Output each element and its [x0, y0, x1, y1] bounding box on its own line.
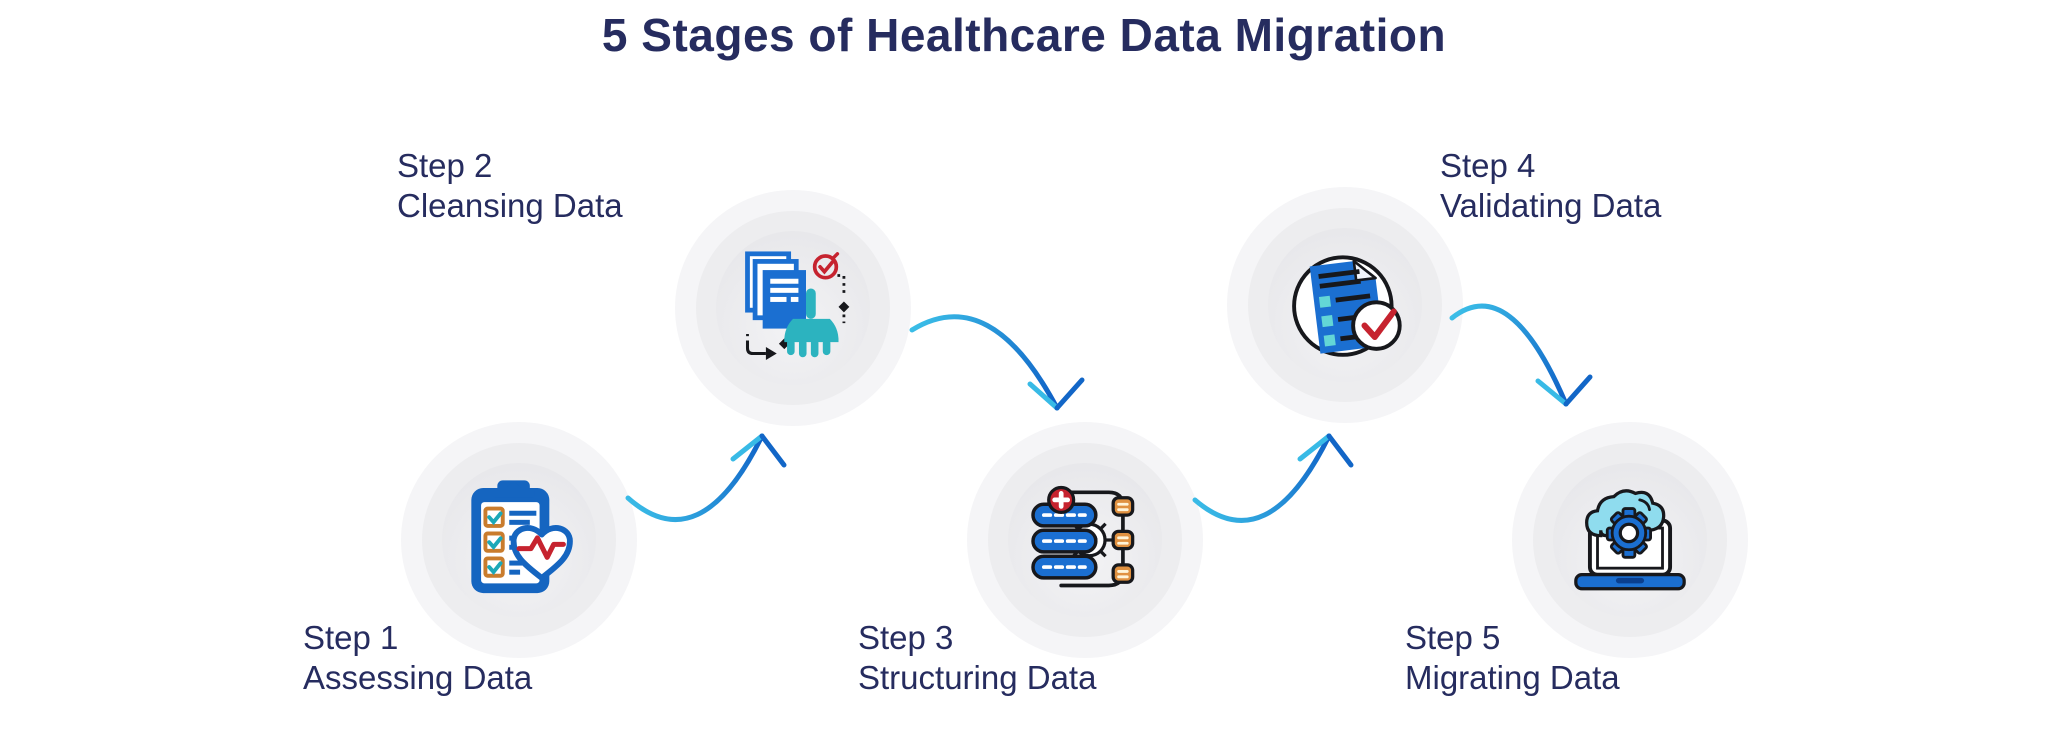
- step-name: Structuring Data: [858, 659, 1097, 696]
- arrow-step2-to-step3: [909, 314, 1085, 411]
- arrow-step1-to-step2: [625, 433, 787, 523]
- stage-circle-1: [401, 422, 637, 658]
- documents-broom-icon: [745, 251, 850, 360]
- arrow-step3-to-step4: [1192, 433, 1354, 523]
- stage-circle-4: [1227, 187, 1463, 423]
- step-number: Step 1: [303, 619, 399, 656]
- stage-circle-2: [675, 190, 911, 426]
- page-title: 5 Stages of Healthcare Data Migration: [601, 9, 1447, 61]
- stage-circle-3: [967, 422, 1203, 658]
- document-checkmark-icon: [1292, 255, 1402, 357]
- step-number: Step 3: [858, 619, 954, 656]
- step-number: Step 4: [1440, 147, 1536, 184]
- stage-circle-5: [1512, 422, 1748, 658]
- step-label-5: Step 5 Migrating Data: [1405, 618, 1620, 698]
- arrow-step4-to-step5: [1449, 303, 1593, 407]
- step-name: Assessing Data: [303, 659, 533, 696]
- laptop-cloud-gear-icon: [1574, 489, 1686, 591]
- step-number: Step 2: [397, 147, 493, 184]
- step-label-1: Step 1 Assessing Data: [303, 618, 532, 698]
- step-label-4: Step 4 Validating Data: [1440, 146, 1661, 226]
- step-name: Cleansing Data: [397, 187, 623, 224]
- clipboard-heartbeat-icon: [471, 480, 573, 594]
- step-name: Validating Data: [1440, 187, 1662, 224]
- step-label-2: Step 2 Cleansing Data: [397, 146, 623, 226]
- step-label-3: Step 3 Structuring Data: [858, 618, 1096, 698]
- step-name: Migrating Data: [1405, 659, 1620, 696]
- database-gear-icon: [1031, 485, 1135, 588]
- step-number: Step 5: [1405, 619, 1501, 656]
